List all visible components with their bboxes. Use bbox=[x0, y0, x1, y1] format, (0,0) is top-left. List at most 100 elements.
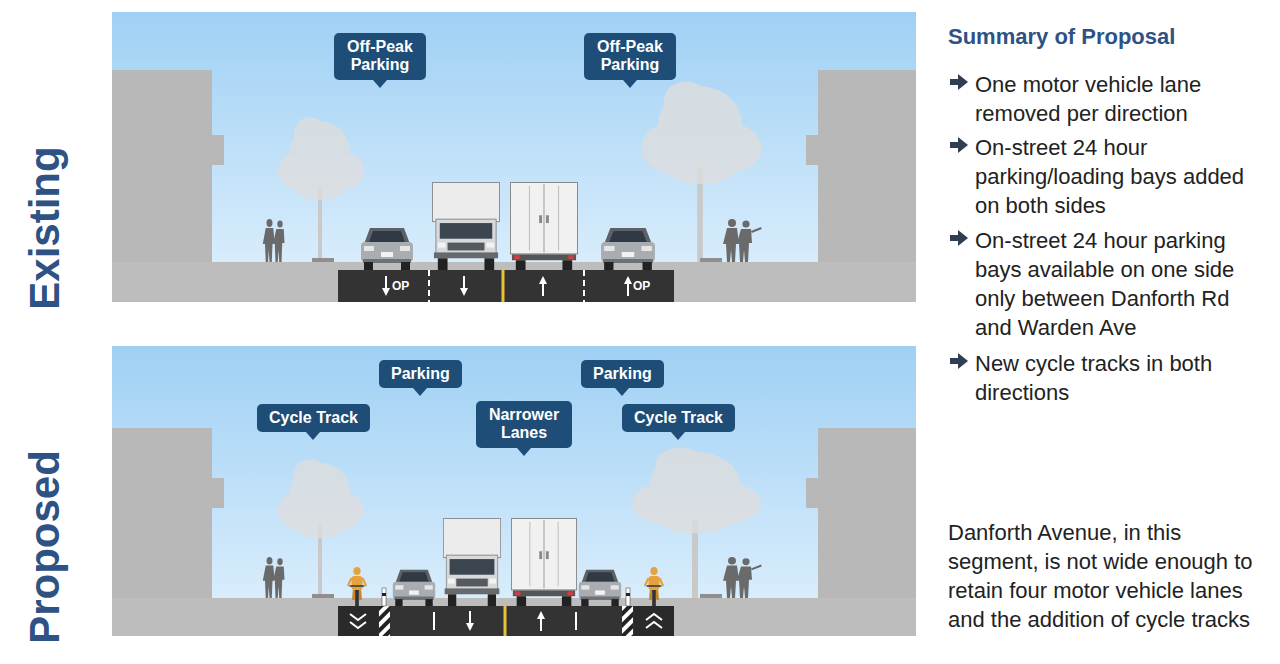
buffer bbox=[379, 606, 390, 636]
callout-text: Parking bbox=[391, 365, 450, 383]
callout-pointer bbox=[517, 448, 531, 456]
callout-box: Cycle Track bbox=[622, 404, 735, 432]
callout-box: Off-Peak Parking bbox=[584, 33, 676, 80]
pedestrians bbox=[263, 219, 285, 262]
lane-marking: OP bbox=[633, 279, 650, 293]
truck-rear bbox=[510, 182, 577, 270]
callout-pointer bbox=[615, 388, 629, 396]
cyclist bbox=[645, 567, 663, 606]
pedestrians bbox=[723, 219, 762, 262]
lane-arrow bbox=[539, 276, 547, 296]
callout-pointer-shape bbox=[623, 80, 637, 88]
callout-pointer-shape bbox=[671, 432, 685, 440]
callout-pointer bbox=[671, 432, 685, 440]
lane-marking: OP bbox=[392, 279, 409, 293]
section-label: Proposed bbox=[21, 450, 69, 644]
buffer bbox=[622, 606, 633, 636]
road bbox=[338, 270, 674, 302]
callout-pointer bbox=[623, 80, 637, 88]
callout-pointer-shape bbox=[373, 80, 387, 88]
bollard-band bbox=[382, 593, 386, 596]
truck-front bbox=[443, 518, 500, 606]
callout-pointer bbox=[373, 80, 387, 88]
car bbox=[393, 570, 435, 606]
callout-pointer-shape bbox=[517, 448, 531, 456]
bullet-arrow bbox=[950, 230, 968, 246]
sidewalk bbox=[112, 598, 916, 636]
car bbox=[579, 570, 621, 606]
callout-pointer bbox=[306, 432, 320, 440]
pedestrians bbox=[263, 557, 285, 598]
tree-pit bbox=[312, 594, 334, 598]
lane-line bbox=[575, 612, 577, 630]
centre-line bbox=[504, 606, 507, 636]
sidewalk bbox=[112, 262, 916, 302]
building bbox=[112, 428, 224, 598]
cycle-track bbox=[338, 606, 378, 636]
car bbox=[601, 228, 655, 270]
tree bbox=[278, 118, 364, 262]
lane-line bbox=[428, 270, 430, 302]
bullets bbox=[950, 74, 968, 369]
callout-box: Parking bbox=[581, 360, 664, 388]
callout-pointer-shape bbox=[615, 388, 629, 396]
callout-text: Cycle Track bbox=[269, 409, 358, 427]
tree bbox=[641, 82, 761, 263]
lane-line bbox=[583, 270, 585, 302]
bollard-band bbox=[626, 593, 630, 596]
summary-bullet: One motor vehicle lane removed per direc… bbox=[975, 70, 1267, 128]
lane-line bbox=[433, 612, 435, 630]
callout-text: Parking bbox=[593, 365, 652, 383]
cycle-track bbox=[634, 606, 674, 636]
tree-pit bbox=[700, 258, 722, 262]
truck-front bbox=[432, 182, 499, 270]
existing-section bbox=[112, 12, 916, 302]
building bbox=[112, 70, 224, 262]
callout-text: Off-Peak Parking bbox=[596, 38, 664, 75]
chevrons bbox=[646, 614, 662, 628]
summary-title: Summary of Proposal bbox=[948, 24, 1175, 50]
summary-bullet: New cycle tracks in both directions bbox=[975, 349, 1267, 407]
truck-rear bbox=[511, 518, 576, 606]
tree bbox=[632, 448, 761, 598]
car bbox=[361, 228, 413, 270]
callout-pointer-shape bbox=[306, 432, 320, 440]
bullet-arrow bbox=[950, 74, 968, 90]
callout-pointer bbox=[413, 388, 427, 396]
lane-arrow bbox=[460, 276, 468, 296]
lane-arrow bbox=[537, 611, 545, 631]
sky bbox=[112, 12, 916, 302]
callout-box: Parking bbox=[379, 360, 462, 388]
lane-arrow bbox=[624, 276, 632, 296]
proposed-section bbox=[112, 346, 916, 636]
building bbox=[806, 428, 916, 598]
centre-line bbox=[502, 270, 505, 302]
tree-pit bbox=[700, 594, 722, 598]
callout-box: Off-Peak Parking bbox=[334, 33, 426, 80]
pedestrians bbox=[723, 557, 762, 598]
callout-text: Off-Peak Parking bbox=[346, 38, 414, 75]
note-text: Danforth Avenue, in this segment, is not… bbox=[948, 518, 1266, 634]
lane-arrow bbox=[466, 611, 474, 631]
bullet-arrow bbox=[950, 353, 968, 369]
building bbox=[806, 70, 916, 262]
callout-box: Cycle Track bbox=[257, 404, 370, 432]
road bbox=[338, 606, 674, 636]
lane-arrow bbox=[382, 276, 390, 296]
cyclist bbox=[348, 567, 366, 606]
callout-text: Cycle Track bbox=[634, 409, 723, 427]
bullet-arrow bbox=[950, 137, 968, 153]
chevrons bbox=[350, 614, 366, 628]
section-label: Existing bbox=[21, 146, 69, 309]
bollard bbox=[626, 588, 630, 606]
bollard bbox=[382, 588, 386, 606]
summary-bullet: On-street 24 hour parking bays available… bbox=[975, 226, 1267, 342]
tree-pit bbox=[312, 258, 334, 262]
callout-pointer-shape bbox=[413, 388, 427, 396]
tree bbox=[278, 459, 364, 598]
callout-box: Narrower Lanes bbox=[476, 401, 572, 448]
summary-bullet: On-street 24 hour parking/loading bays a… bbox=[975, 133, 1267, 220]
sky bbox=[112, 346, 916, 636]
callout-text: Narrower Lanes bbox=[488, 406, 560, 443]
